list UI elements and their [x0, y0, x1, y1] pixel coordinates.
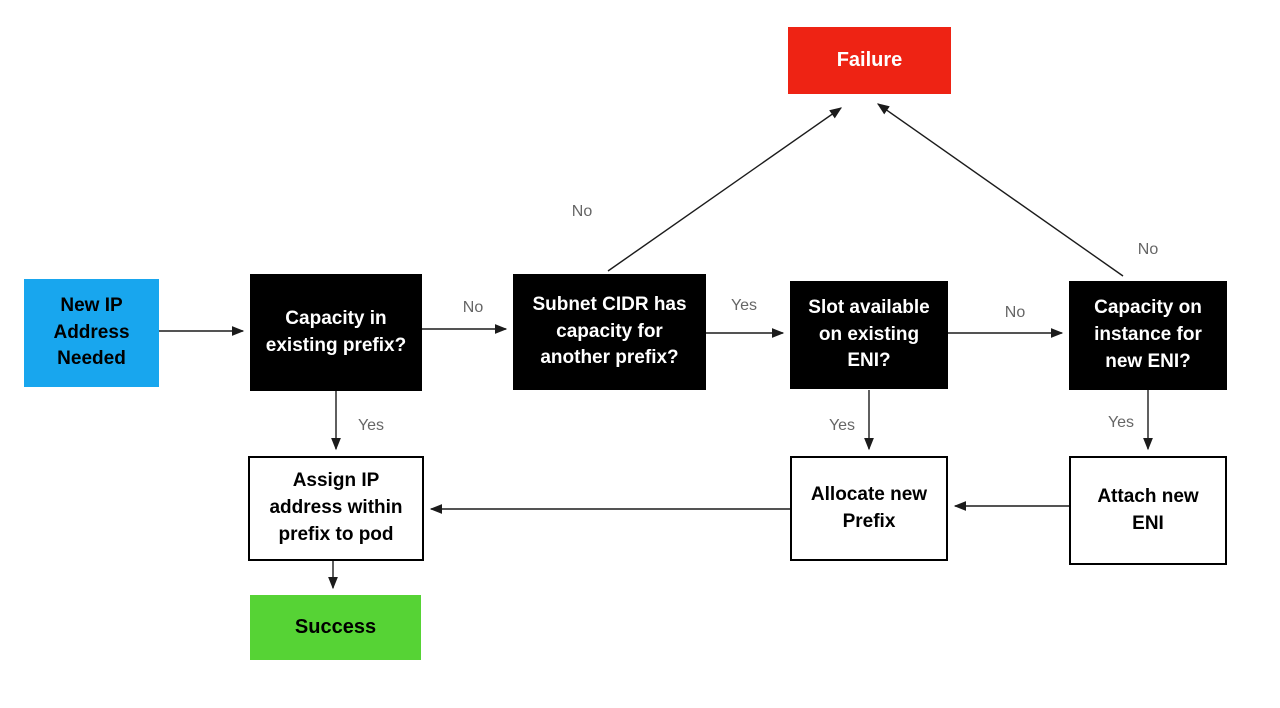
node-failure: Failure [788, 27, 951, 94]
node-assign-ip-address-to-pod: Assign IP address within prefix to pod [248, 456, 424, 561]
node-subnet-cidr-has-capacity: Subnet CIDR has capacity for another pre… [513, 274, 706, 390]
edge-label-no-capacity-eni-to-failure: No [1137, 241, 1159, 258]
node-slot-available-on-existing-eni: Slot available on existing ENI? [790, 281, 948, 389]
edge-capacity-eni-to-failure [876, 103, 1124, 277]
edge-label-no-capacity-prefix-to-subnet: No [462, 299, 484, 316]
node-capacity-in-existing-prefix: Capacity in existing prefix? [250, 274, 422, 391]
edge-subnet-cidr-to-failure [607, 107, 843, 272]
node-allocate-new-prefix: Allocate new Prefix [790, 456, 948, 561]
edge-label-no-subnet-to-failure: No [571, 203, 593, 220]
edge-label-no-slot-eni-to-capacity-eni: No [1004, 304, 1026, 321]
edge-label-yes-slot-eni-to-allocate: Yes [828, 417, 856, 434]
node-attach-new-eni: Attach new ENI [1069, 456, 1227, 565]
edge-label-yes-subnet-to-slot-eni: Yes [730, 297, 758, 314]
edge-label-yes-capacity-eni-to-attach: Yes [1107, 414, 1135, 431]
edge-label-yes-capacity-prefix-to-assign: Yes [357, 417, 385, 434]
node-capacity-on-instance-for-new-eni: Capacity on instance for new ENI? [1069, 281, 1227, 390]
node-success: Success [250, 595, 421, 660]
node-new-ip-address-needed: New IP Address Needed [24, 279, 159, 387]
